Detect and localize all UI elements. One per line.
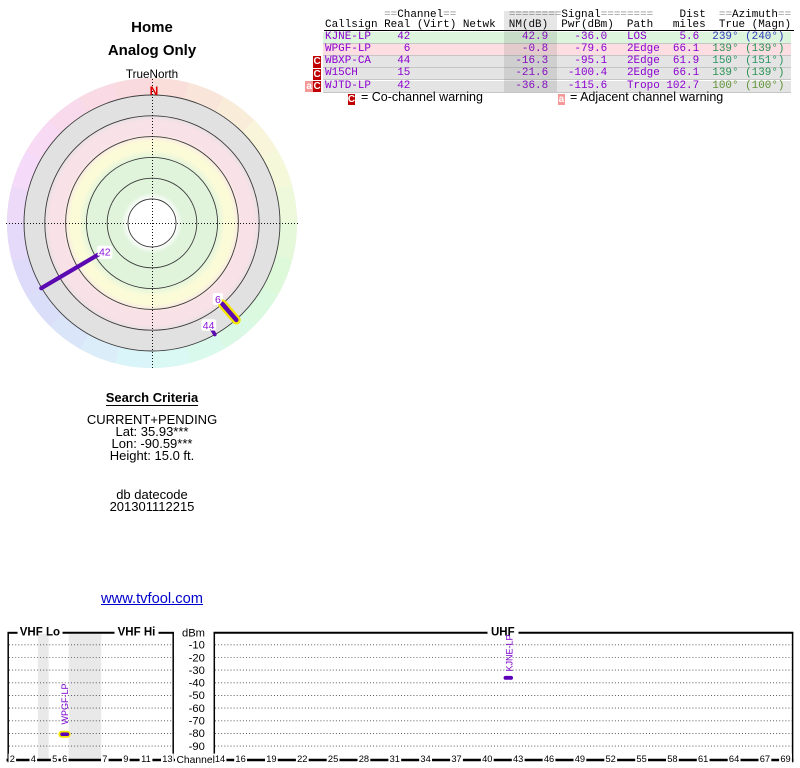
svg-text:64: 64 xyxy=(729,754,739,764)
svg-text:37: 37 xyxy=(451,754,461,764)
svg-text:-50: -50 xyxy=(189,690,205,702)
svg-text:WPGF-LP: WPGF-LP xyxy=(60,683,70,724)
svg-text:40: 40 xyxy=(482,754,492,764)
svg-text:31: 31 xyxy=(390,754,400,764)
svg-text:58: 58 xyxy=(667,754,677,764)
svg-text:14: 14 xyxy=(215,754,225,764)
svg-text:-10: -10 xyxy=(189,640,205,652)
svg-text:2: 2 xyxy=(10,754,15,764)
svg-text:44: 44 xyxy=(203,320,215,332)
svg-text:22: 22 xyxy=(297,754,307,764)
svg-text:49: 49 xyxy=(575,754,585,764)
svg-text:25: 25 xyxy=(328,754,338,764)
svg-text:dBm: dBm xyxy=(182,627,205,639)
svg-text:13: 13 xyxy=(162,754,172,764)
svg-text:KJNE-LP: KJNE-LP xyxy=(504,634,514,671)
svg-text:-70: -70 xyxy=(189,716,205,728)
svg-text:5: 5 xyxy=(52,754,57,764)
svg-text:46: 46 xyxy=(544,754,554,764)
svg-text:4: 4 xyxy=(31,754,36,764)
svg-text:-40: -40 xyxy=(189,678,205,690)
svg-text:16: 16 xyxy=(235,754,245,764)
svg-text:7: 7 xyxy=(102,754,107,764)
svg-text:69: 69 xyxy=(780,754,790,764)
svg-text:28: 28 xyxy=(359,754,369,764)
svg-text:52: 52 xyxy=(606,754,616,764)
svg-text:19: 19 xyxy=(266,754,276,764)
svg-text:UHF: UHF xyxy=(491,627,515,639)
svg-text:61: 61 xyxy=(698,754,708,764)
svg-text:6: 6 xyxy=(62,754,67,764)
svg-text:9: 9 xyxy=(123,754,128,764)
svg-text:42: 42 xyxy=(99,246,111,258)
svg-text:VHF Lo: VHF Lo xyxy=(20,627,60,639)
svg-text:11: 11 xyxy=(141,754,151,764)
svg-text:VHF Hi: VHF Hi xyxy=(118,627,156,639)
svg-text:6: 6 xyxy=(215,294,221,306)
svg-text:-20: -20 xyxy=(189,652,205,664)
svg-text:Channel: Channel xyxy=(177,755,215,766)
svg-text:34: 34 xyxy=(420,754,430,764)
svg-text:-80: -80 xyxy=(189,728,205,740)
svg-text:43: 43 xyxy=(513,754,523,764)
svg-text:55: 55 xyxy=(636,754,646,764)
svg-text:-60: -60 xyxy=(189,703,205,715)
svg-text:-30: -30 xyxy=(189,665,205,677)
svg-text:-90: -90 xyxy=(189,741,205,753)
svg-text:67: 67 xyxy=(760,754,770,764)
